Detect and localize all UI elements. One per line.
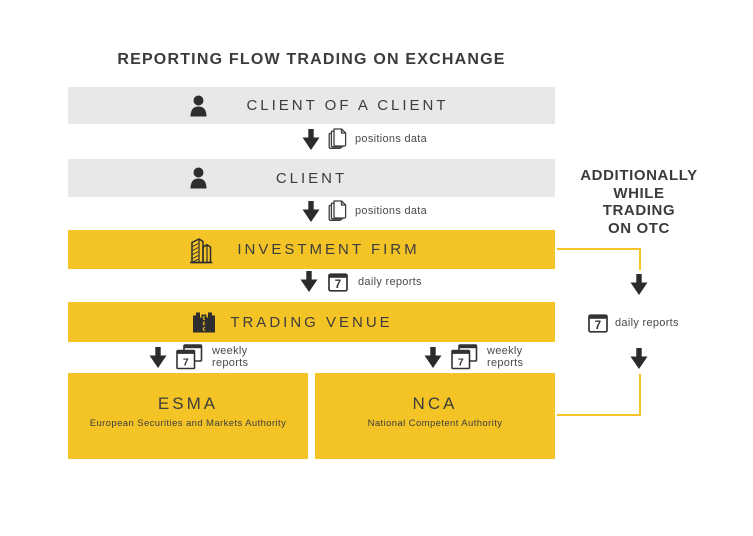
documents-icon [327, 128, 348, 150]
authority-abbr: NCA [412, 394, 458, 413]
otc-connector-line-bottom [557, 374, 641, 416]
arrow-down-icon [630, 274, 648, 295]
authority-abbr: ESMA [157, 394, 219, 413]
calendar-stack-icon [451, 344, 478, 370]
otc-report-label: daily reports [615, 317, 679, 329]
calendar-7-icon [588, 313, 608, 333]
box-label: INVESTMENT FIRM [237, 241, 420, 258]
box-label: CLIENT OF A CLIENT [246, 97, 449, 114]
connector-label: positions data [355, 205, 428, 217]
otc-connector-line-top [557, 248, 641, 270]
box-investment-firm: INVESTMENT FIRM [68, 230, 555, 269]
connector-label: positions data [355, 133, 428, 145]
otc-heading-line: WHILE [613, 184, 665, 202]
box-nca: NCA National Competent Authority [315, 373, 555, 459]
box-label: CLIENT [275, 169, 348, 187]
exchange-icon [192, 312, 216, 333]
page-title: REPORTING FLOW TRADING ON EXCHANGE [117, 51, 506, 68]
otc-heading-line: ADDITIONALLY [580, 167, 698, 184]
person-icon [190, 95, 207, 116]
documents-icon [327, 200, 348, 222]
calendar-7-icon [328, 272, 348, 292]
connector-label: weekly reports [212, 345, 249, 369]
box-trading-venue: TRADING VENUE [68, 302, 555, 342]
connector-positions-data-2: positions data [302, 200, 427, 222]
authority-name: European Securities and Markets Authorit… [89, 418, 287, 429]
box-esma: ESMA European Securities and Markets Aut… [68, 373, 308, 459]
arrow-down-icon [630, 348, 648, 369]
arrow-down-icon [300, 271, 318, 292]
arrow-down-icon [302, 201, 320, 222]
person-icon [190, 168, 207, 189]
arrow-down-icon [424, 347, 442, 368]
otc-daily-reports: daily reports [588, 313, 679, 333]
connector-weekly-reports-right: weekly reports [424, 344, 537, 370]
box-client-of-a-client: CLIENT OF A CLIENT [68, 87, 555, 124]
calendar-stack-icon [176, 344, 203, 370]
arrow-down-icon [149, 347, 167, 368]
connector-label: weekly reports [487, 345, 524, 369]
connector-label: daily reports [358, 275, 422, 288]
otc-heading-line: TRADING [602, 202, 676, 219]
box-label: TRADING VENUE [230, 313, 393, 331]
authority-name: National Competent Authority [367, 418, 503, 429]
building-icon [188, 236, 214, 263]
connector-daily-reports: daily reports [300, 271, 422, 292]
connector-positions-data-1: positions data [302, 128, 427, 150]
otc-heading: ADDITIONALLY WHILE TRADING ON OTC [561, 167, 717, 237]
arrow-down-icon [302, 129, 320, 150]
otc-heading-line: ON OTC [608, 219, 670, 237]
box-client: CLIENT [68, 159, 555, 197]
connector-weekly-reports-left: weekly reports [149, 344, 262, 370]
